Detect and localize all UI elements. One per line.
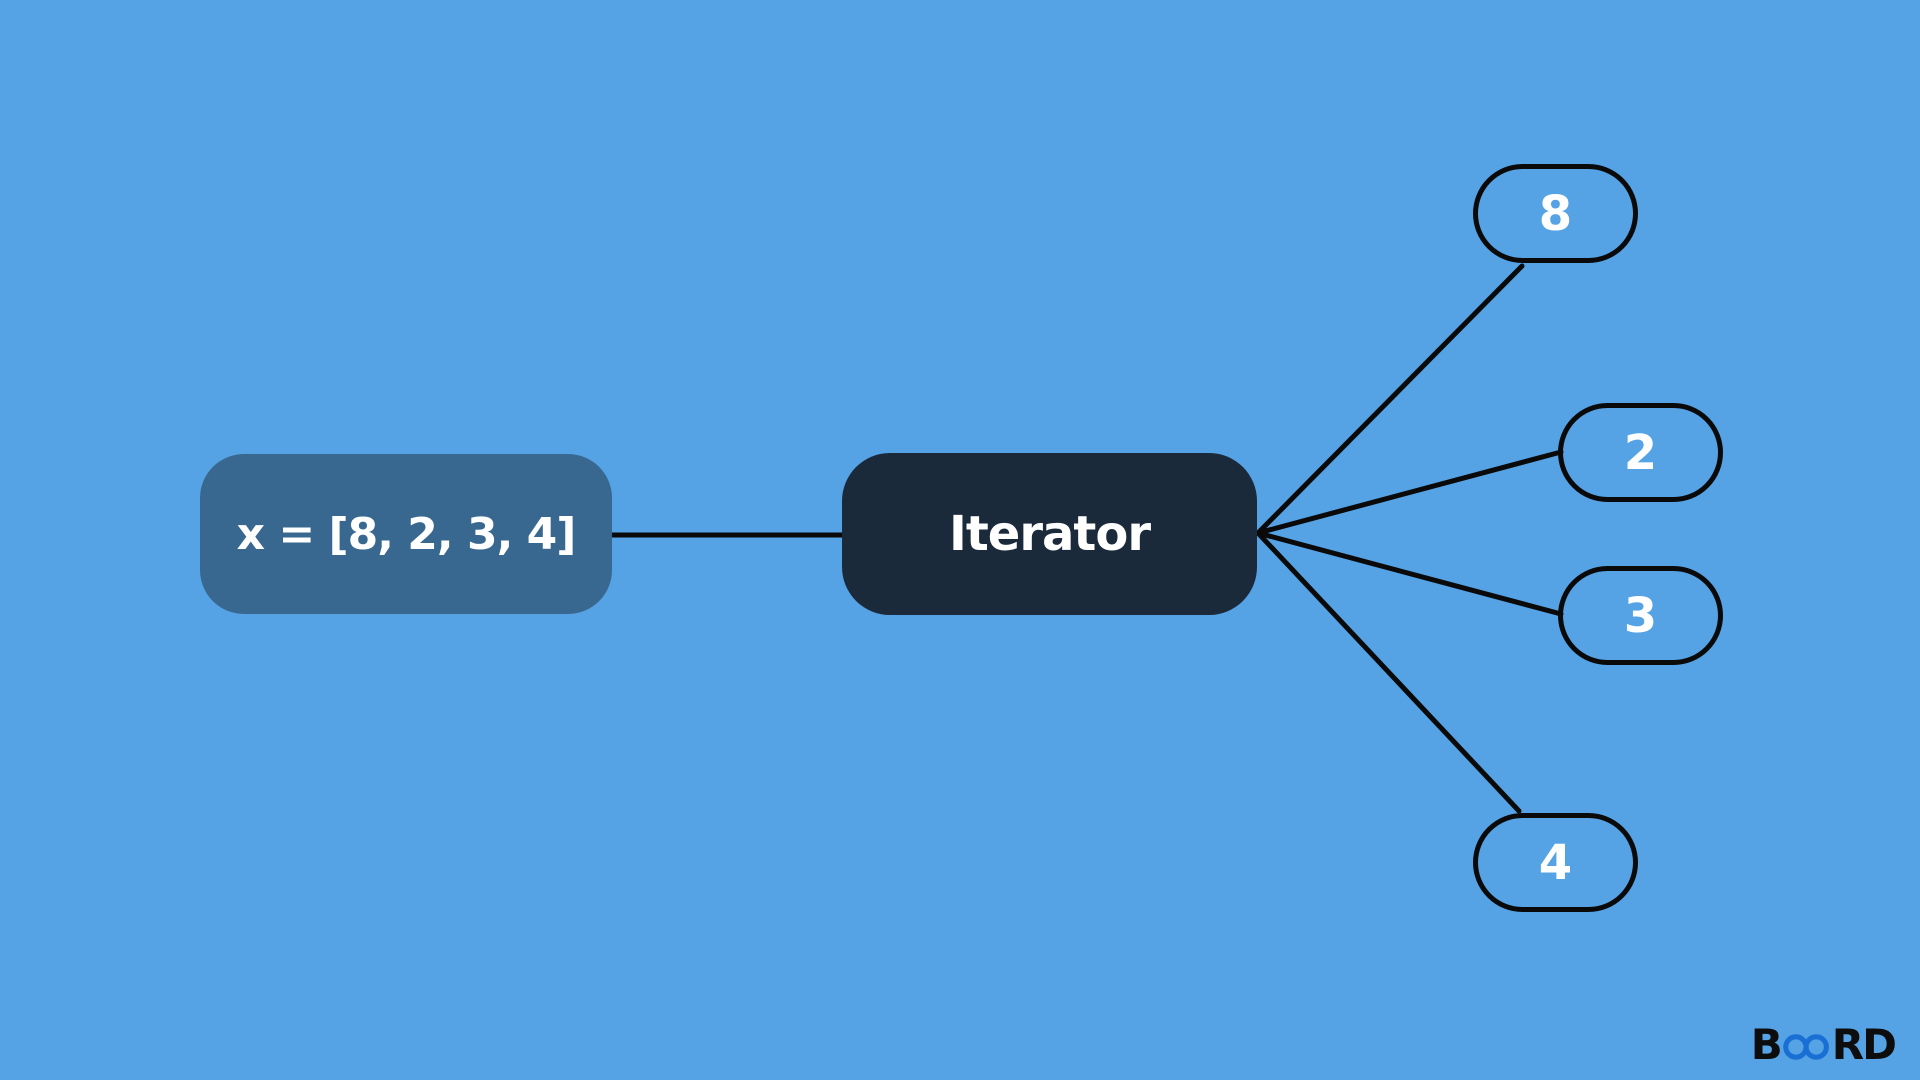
output-node-label: 3 (1623, 587, 1658, 644)
output-node-2: 2 (1558, 403, 1723, 502)
source-list-label: x = [8, 2, 3, 4] (236, 508, 577, 560)
source-list-node: x = [8, 2, 3, 4] (200, 454, 612, 614)
output-node-label: 8 (1538, 185, 1573, 242)
iterator-node: Iterator (842, 453, 1257, 615)
iterator-label: Iterator (948, 506, 1151, 562)
connector-iterator-to-output-8 (1255, 263, 1525, 536)
output-node-4: 4 (1473, 813, 1638, 912)
connector-iterator-to-output-4 (1255, 530, 1522, 814)
infinity-icon (1783, 1034, 1829, 1060)
output-node-8: 8 (1473, 164, 1638, 263)
output-node-label: 4 (1538, 834, 1573, 891)
output-node-3: 3 (1558, 566, 1723, 665)
board-infinity-logo: B RD (1750, 1020, 1897, 1069)
logo-text-b: B (1750, 1020, 1783, 1069)
logo-text-rd: RD (1831, 1020, 1897, 1069)
output-node-label: 2 (1623, 424, 1658, 481)
connector-iterator-to-output-2 (1255, 449, 1564, 536)
connector-iterator-to-output-3 (1255, 530, 1564, 617)
